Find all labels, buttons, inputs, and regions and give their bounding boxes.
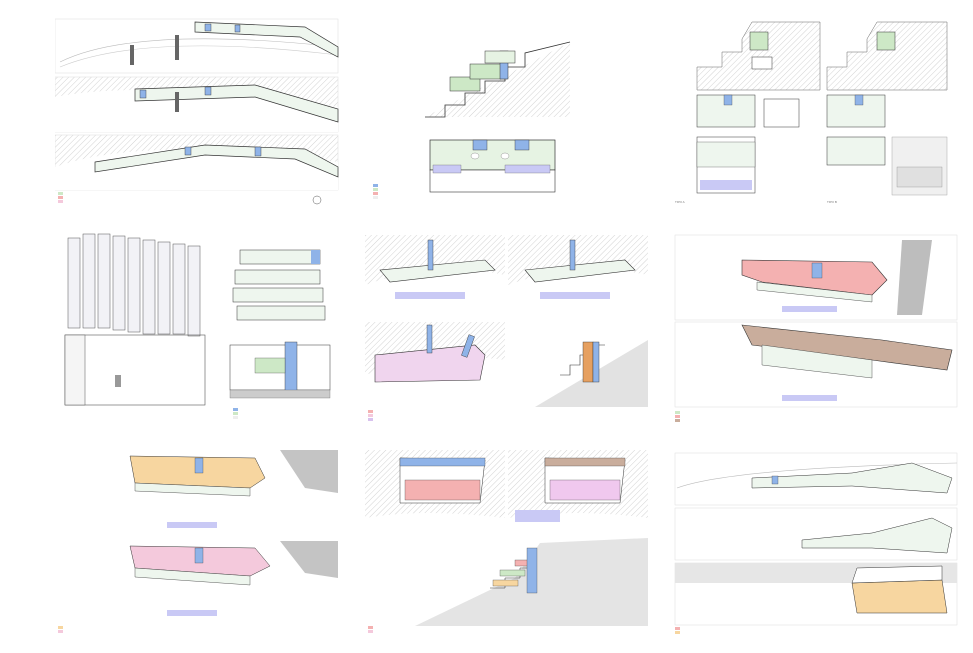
legend-swatch-red (373, 191, 378, 195)
legend-swatch-pink (368, 629, 373, 633)
sheet-5-four-plans (365, 230, 650, 428)
sheet-5-legend (368, 409, 375, 421)
legend-swatch-grey (233, 415, 238, 419)
sheet-6-legend (675, 410, 682, 422)
legend-swatch-red (675, 414, 680, 418)
sheet-8-legend (368, 625, 375, 633)
sheet-2-section-plan (365, 17, 650, 210)
legend-swatch-blue (233, 407, 238, 411)
sheet-2-legend (373, 183, 380, 199)
legend-swatch-green (233, 411, 238, 415)
legend-swatch-orange (675, 630, 680, 634)
legend-swatch-blue (373, 183, 378, 187)
legend-swatch-red (368, 409, 373, 413)
legend-swatch-brown (675, 418, 680, 422)
sheet-1-legend (58, 191, 65, 203)
legend-swatch-grey (373, 195, 378, 199)
unit-type-label-a: TIPO A (675, 200, 685, 204)
legend-swatch-pink (368, 413, 373, 417)
legend-swatch-green (58, 191, 63, 195)
unit-type-label-b: TIPO B (827, 200, 837, 204)
sheet-3-unit-types: TIPO A TIPO B (672, 17, 960, 210)
legend-swatch-green (675, 410, 680, 414)
sheet-7-legend (58, 625, 65, 633)
sheet-4-legend (233, 407, 240, 419)
legend-swatch-pink (58, 199, 63, 203)
sheet-8-plans-section (365, 448, 650, 641)
sheet-6-plans-red-brown (672, 230, 960, 428)
legend-swatch-purple (368, 417, 373, 421)
legend-swatch-red (675, 626, 680, 630)
legend-swatch-green (373, 187, 378, 191)
sheet-9-legend (675, 626, 682, 634)
legend-swatch-pink (58, 629, 63, 633)
legend-swatch-orange (58, 625, 63, 629)
sheet-1-floor-plans (55, 17, 340, 210)
sheet-9-three-plans (672, 448, 960, 641)
sheet-7-plans-orange-pink (55, 448, 340, 641)
legend-swatch-red (368, 625, 373, 629)
sheet-4-unit-stack (55, 230, 340, 428)
legend-swatch-red (58, 195, 63, 199)
